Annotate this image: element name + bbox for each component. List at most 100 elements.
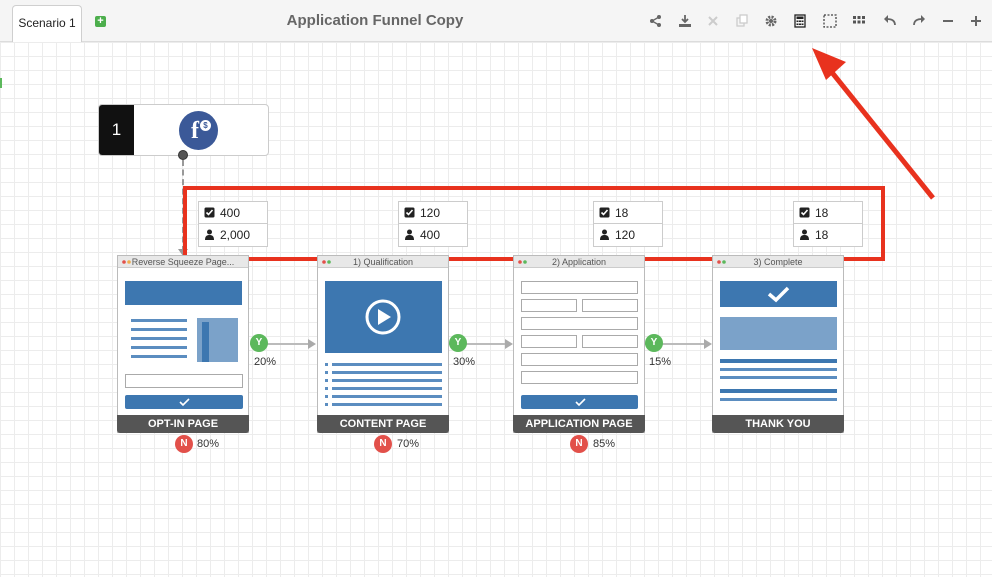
form-field	[582, 299, 638, 312]
grid-icon[interactable]	[851, 13, 867, 29]
stats-box-3: 18 120	[593, 201, 663, 247]
copy-icon[interactable]	[734, 13, 750, 29]
submit-button	[125, 395, 243, 409]
image-block	[720, 317, 837, 350]
undo-icon[interactable]	[882, 13, 898, 29]
visitor-count: 18	[815, 228, 829, 242]
zoom-out-icon[interactable]	[940, 13, 956, 29]
connector-line	[449, 343, 507, 345]
form-field	[521, 317, 638, 330]
zoom-in-icon[interactable]	[968, 13, 984, 29]
page-header: Reverse Squeeze Page...	[118, 256, 248, 268]
checkmark-icon	[767, 286, 790, 303]
bullet	[325, 387, 328, 390]
no-badge: N	[374, 435, 392, 453]
bullet	[325, 395, 328, 398]
visitor-count: 2,000	[220, 228, 251, 242]
connector-arrowhead-icon	[704, 339, 712, 349]
status-dots-icon	[717, 260, 726, 264]
tab-scenario-1[interactable]: Scenario 1	[12, 5, 82, 42]
yes-percent: 15%	[649, 356, 672, 368]
submit-button	[521, 395, 638, 409]
add-scenario-button[interactable]: +	[95, 16, 106, 27]
completed-count: 400	[220, 206, 241, 220]
checkbox-icon	[404, 207, 415, 218]
source-number: 1	[99, 105, 134, 155]
form-field	[582, 335, 638, 348]
page-header: 3) Complete	[713, 256, 843, 268]
text-line	[332, 395, 442, 398]
connector-line	[250, 343, 310, 345]
source-connector-handle[interactable]	[178, 150, 188, 160]
heading-line	[720, 389, 837, 393]
text-line	[131, 337, 187, 340]
bullet	[325, 379, 328, 382]
checkbox-icon	[799, 207, 810, 218]
yes-badge: Y	[250, 334, 268, 352]
text-line	[720, 398, 837, 401]
stats-box-2: 120 400	[398, 201, 468, 247]
yes-badge: Y	[449, 334, 467, 352]
text-line	[332, 371, 442, 374]
toolbar: Scenario 1 + Application Funnel Copy	[0, 0, 992, 42]
video-block	[325, 281, 442, 353]
user-icon	[600, 229, 609, 240]
yes-badge: Y	[645, 334, 663, 352]
calculator-icon[interactable]	[792, 13, 808, 29]
bullet	[325, 363, 328, 366]
canvas-edge-marker	[0, 78, 2, 88]
input-field	[125, 374, 243, 388]
status-dots-icon	[322, 260, 331, 264]
form-field	[521, 335, 577, 348]
stats-box-1: 400 2,000	[198, 201, 268, 247]
no-percent: 85%	[593, 438, 616, 450]
checkbox-icon	[204, 207, 215, 218]
form-field	[521, 371, 638, 384]
connector-arrowhead-icon	[505, 339, 513, 349]
product-spine	[202, 322, 209, 362]
page-type-label: OPT-IN PAGE	[117, 415, 249, 433]
user-icon	[405, 229, 414, 240]
close-icon[interactable]	[705, 13, 721, 29]
text-line	[131, 319, 187, 322]
redo-icon[interactable]	[911, 13, 927, 29]
page-type-label: CONTENT PAGE	[317, 415, 449, 433]
page-header: 1) Qualification	[318, 256, 448, 268]
bullet	[325, 371, 328, 374]
bullet	[325, 403, 328, 406]
no-badge: N	[570, 435, 588, 453]
funnel-page-thankyou[interactable]: 3) Complete THANK YOU	[712, 255, 844, 433]
yes-percent: 30%	[453, 356, 476, 368]
form-field	[521, 281, 638, 294]
download-icon[interactable]	[677, 13, 693, 29]
traffic-source-node[interactable]: 1 f $	[98, 104, 269, 156]
visitor-count: 120	[615, 228, 636, 242]
text-line	[131, 328, 187, 331]
completed-count: 18	[815, 206, 829, 220]
no-percent: 70%	[397, 438, 420, 450]
stats-box-4: 18 18	[793, 201, 863, 247]
text-line	[332, 403, 442, 406]
completed-count: 120	[420, 206, 441, 220]
share-icon[interactable]	[648, 13, 664, 29]
yes-percent: 20%	[254, 356, 277, 368]
funnel-page-optin[interactable]: Reverse Squeeze Page... OPT-IN PAGE	[117, 255, 249, 433]
page-header: 2) Application	[514, 256, 644, 268]
connector-line	[645, 343, 706, 345]
page-title: Application Funnel Copy	[286, 12, 464, 29]
settings-icon[interactable]	[763, 13, 779, 29]
stats-highlight-box	[183, 186, 885, 261]
form-field	[521, 353, 638, 366]
user-icon	[205, 229, 214, 240]
status-dots-icon	[518, 260, 527, 264]
text-line	[720, 376, 837, 379]
page-type-label: THANK YOU	[712, 415, 844, 433]
text-line	[332, 363, 442, 366]
funnel-page-content[interactable]: 1) Qualification CONTENT PAGE	[317, 255, 449, 433]
text-line	[131, 346, 187, 349]
text-line	[131, 355, 187, 358]
funnel-page-application[interactable]: 2) Application APPLICATION PAGE	[513, 255, 645, 433]
play-icon	[365, 299, 401, 335]
no-badge: N	[175, 435, 193, 453]
select-icon[interactable]	[822, 13, 838, 29]
